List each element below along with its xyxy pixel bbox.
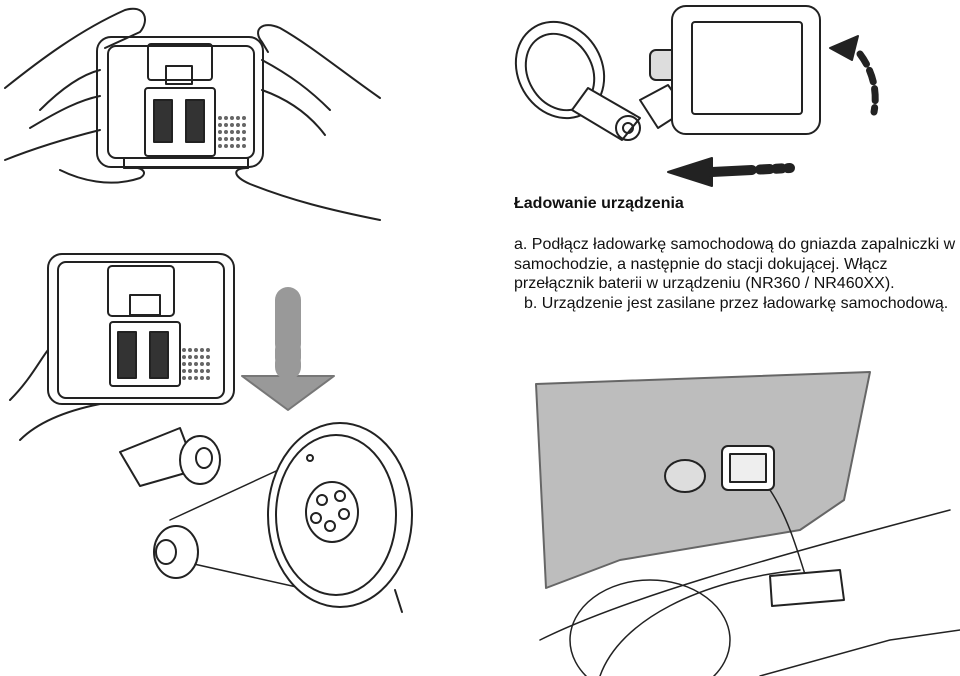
mount-parts-illustration [119, 422, 413, 613]
hands-holding-device-illustration [4, 7, 381, 221]
car-interior-illustration [535, 371, 960, 676]
section-title: Ładowanie urządzenia [514, 195, 684, 212]
device-on-mount-illustration [514, 5, 879, 187]
instruction-text: a. Podłącz ładowarkę samochodową do gnia… [514, 235, 960, 313]
step-a-text: a. Podłącz ładowarkę samochodową do gnia… [514, 236, 956, 292]
step-b-text: b. Urządzenie jest zasilane przez ładowa… [524, 294, 949, 312]
device-onto-cradle-illustration [9, 253, 335, 441]
